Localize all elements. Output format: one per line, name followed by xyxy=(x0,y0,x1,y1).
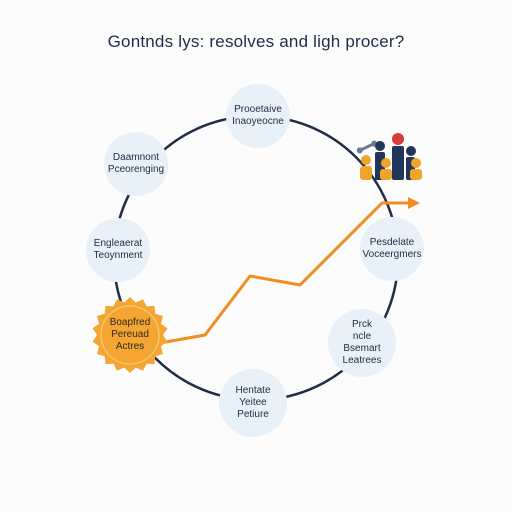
node-label-line: Teoynment xyxy=(93,250,143,261)
node-label-line: Leatrees xyxy=(342,355,382,366)
node-label-line: Actres xyxy=(115,341,145,352)
node-circle xyxy=(328,309,396,377)
node-label-line: Voceergmers xyxy=(362,249,422,260)
node-circle xyxy=(219,369,287,437)
node-label-line: Inaoyeocne xyxy=(232,116,284,127)
node-circle xyxy=(86,218,150,282)
diagram-title: Gontnds lys: resolves and ligh procer? xyxy=(107,32,405,51)
node-label-line: Bsemart xyxy=(343,343,381,354)
node-label-line: Hentate xyxy=(235,385,271,396)
node-circle xyxy=(360,217,424,281)
node-label-line: Petiure xyxy=(237,409,269,420)
node-label-line: Engleaerat xyxy=(93,238,143,249)
node-label-line: Yeitee xyxy=(239,397,267,408)
node-circle xyxy=(226,84,290,148)
wrench-icon xyxy=(356,140,378,154)
node-label-line: ncle xyxy=(352,331,372,342)
cycle-node-left xyxy=(86,218,150,282)
highlight-badge xyxy=(92,297,168,373)
people-group-icon xyxy=(356,133,422,180)
cycle-node-lower-left xyxy=(92,297,168,373)
node-label-line: Daamnont xyxy=(112,152,160,163)
node-label-line: Prck xyxy=(351,319,372,330)
cycle-node-top xyxy=(226,84,290,148)
node-label-line: Boapfred xyxy=(109,317,151,328)
node-label-line: Prooetaive xyxy=(234,104,282,115)
node-circle xyxy=(104,132,168,196)
cycle-node-right xyxy=(360,217,424,281)
cycle-node-upper-left xyxy=(104,132,168,196)
cycle-node-bottom xyxy=(219,369,287,437)
trend-arrow-icon xyxy=(158,197,420,345)
cycle-node-lower-right xyxy=(328,309,396,377)
node-label-line: Pceorenging xyxy=(107,164,165,175)
node-label-line: Pesdelate xyxy=(369,237,415,248)
node-label-line: Pereuad xyxy=(111,329,149,340)
